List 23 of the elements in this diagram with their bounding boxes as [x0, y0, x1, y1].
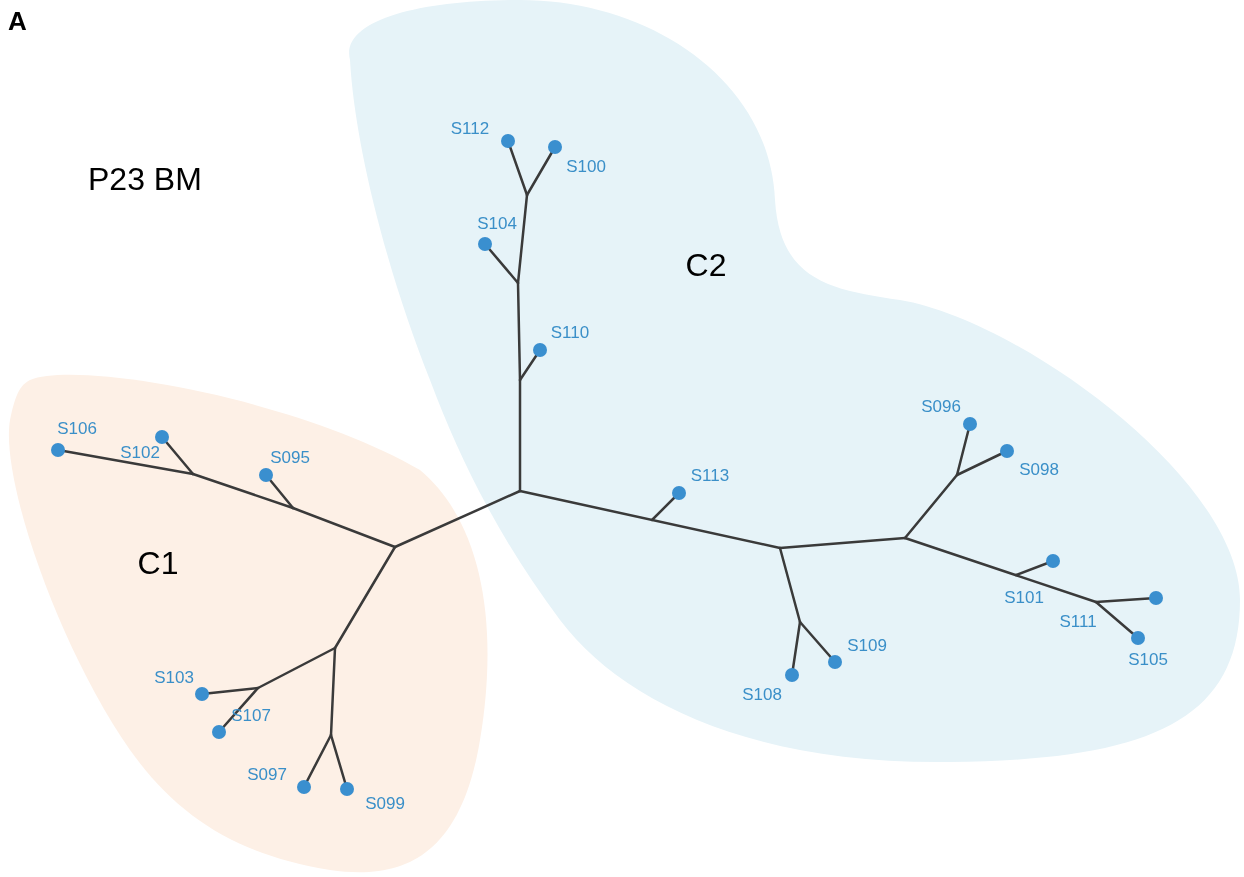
sample-label: S103 — [154, 668, 194, 686]
sample-label: S097 — [247, 765, 287, 783]
sample-label: S108 — [742, 685, 782, 703]
sample-label: S107 — [231, 706, 271, 724]
sample-label: S110 — [550, 323, 590, 341]
sample-title: P23 BM — [88, 163, 202, 195]
sample-label: S096 — [921, 397, 961, 415]
sample-label: S100 — [566, 157, 606, 175]
panel-letter: A — [8, 8, 27, 34]
cluster-label: C2 — [685, 246, 727, 285]
sample-label: S104 — [477, 214, 517, 232]
sample-label: S101 — [1004, 588, 1044, 606]
sample-label: S106 — [57, 419, 97, 437]
cluster-label: C1 — [137, 544, 179, 583]
sample-label: S113 — [690, 466, 730, 484]
sample-label: S095 — [270, 448, 310, 466]
sample-label: S111 — [1059, 612, 1097, 630]
sample-label: S098 — [1019, 460, 1059, 478]
sample-label: S109 — [847, 636, 887, 654]
sample-label: S105 — [1128, 650, 1168, 668]
sample-label: S102 — [120, 443, 160, 461]
sample-label: S112 — [450, 119, 490, 137]
sample-label: S099 — [365, 794, 405, 812]
